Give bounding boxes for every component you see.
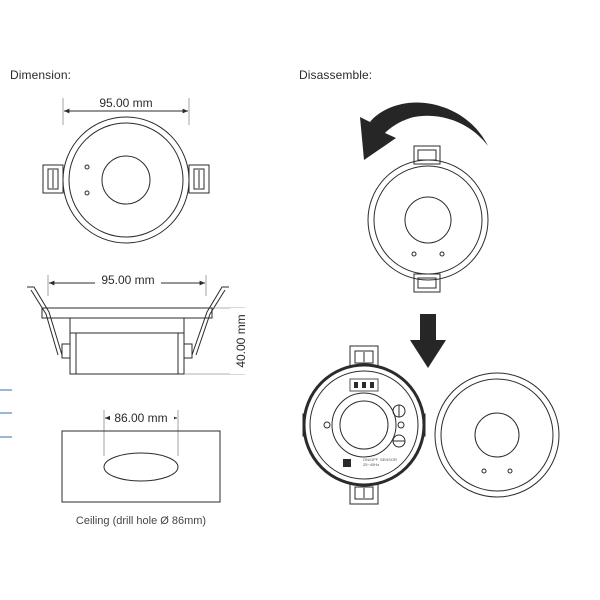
right-spring-arm bbox=[191, 286, 229, 356]
panel-text-3: SENSOR bbox=[380, 457, 397, 462]
sensor-lens bbox=[101, 155, 151, 205]
screw-hole bbox=[84, 164, 90, 170]
left-clip bbox=[42, 164, 64, 194]
hole-width-label: 86.00 mm bbox=[114, 411, 167, 425]
fixture-base: ON/OFF 25~40Hz SENSOR bbox=[302, 345, 426, 505]
assembled-fixture bbox=[367, 145, 489, 293]
screw-hole bbox=[84, 190, 90, 196]
housing-body bbox=[69, 317, 185, 375]
panel-text-2: 25~40Hz bbox=[363, 462, 379, 467]
sensitivity-adjust-knob bbox=[392, 434, 406, 448]
edge-ticks bbox=[0, 389, 12, 438]
time-adjust-knob bbox=[392, 404, 406, 418]
rotate-arrow-icon bbox=[360, 102, 488, 160]
side-width-label: 95.00 mm bbox=[101, 273, 154, 287]
side-view: 95.00 mm 40.00 mm bbox=[27, 273, 248, 375]
disassemble-heading: Disassemble: bbox=[299, 68, 373, 82]
left-spring-arm bbox=[30, 289, 59, 356]
height-label: 40.00 mm bbox=[234, 314, 248, 367]
right-spring-arm bbox=[195, 289, 226, 356]
top-view: 95.00 mm bbox=[42, 96, 210, 244]
inner-ring bbox=[68, 122, 184, 238]
flange bbox=[41, 307, 213, 319]
info-panel: ON/OFF 25~40Hz SENSOR bbox=[343, 457, 397, 467]
right-clip bbox=[188, 164, 210, 194]
drill-hole bbox=[103, 452, 179, 482]
terminal-block bbox=[349, 378, 379, 392]
down-arrow-icon bbox=[410, 314, 446, 368]
ceiling-caption: Ceiling (drill hole Ø 86mm) bbox=[76, 515, 206, 527]
ceiling-panel bbox=[61, 430, 221, 503]
fixture-cover bbox=[434, 372, 560, 498]
top-width-label: 95.00 mm bbox=[99, 96, 152, 110]
outer-ring bbox=[62, 116, 190, 244]
ceiling-cutout-view: 86.00 mm Ceiling (drill hole Ø 86mm) bbox=[61, 410, 221, 527]
dimension-heading: Dimension: bbox=[10, 68, 72, 82]
panel-text-1: ON/OFF bbox=[363, 457, 379, 462]
left-spring-arm bbox=[27, 286, 63, 356]
